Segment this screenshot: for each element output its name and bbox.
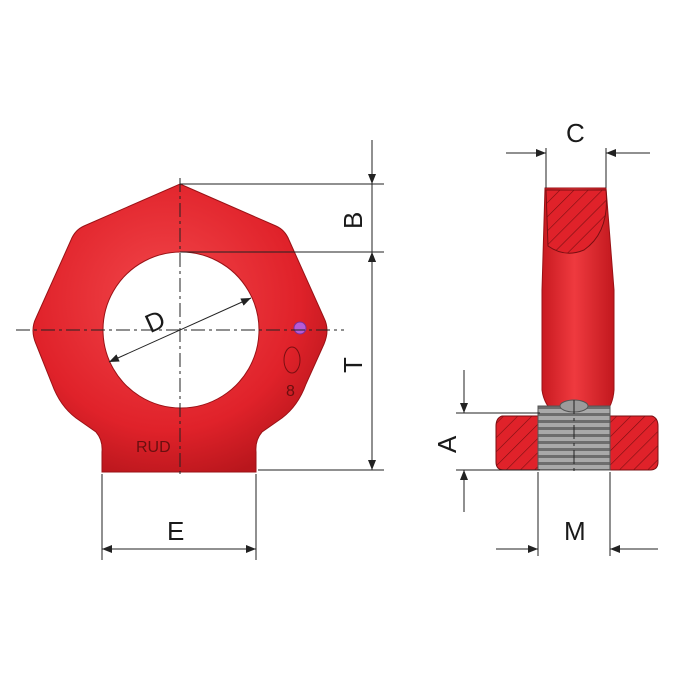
t-dimension: T — [338, 252, 376, 470]
brand-mark: RUD — [136, 439, 171, 456]
ring-body — [32, 183, 328, 473]
b-dimension: B — [338, 140, 376, 290]
side-top-section — [545, 189, 608, 254]
d-label: D — [140, 304, 169, 339]
certification-stamp — [283, 346, 301, 374]
color-code-dot — [293, 321, 307, 335]
t-label: T — [338, 357, 368, 373]
e-label: E — [167, 516, 184, 546]
capacity-stamp: 8 — [286, 383, 295, 400]
b-label: B — [338, 212, 368, 229]
c-label: C — [566, 118, 585, 148]
front-view: 8 RUD D E — [16, 178, 384, 560]
a-label: A — [432, 435, 462, 453]
side-view: C A M — [432, 118, 659, 556]
m-label: M — [564, 516, 586, 546]
d-dimension-line — [108, 297, 252, 363]
